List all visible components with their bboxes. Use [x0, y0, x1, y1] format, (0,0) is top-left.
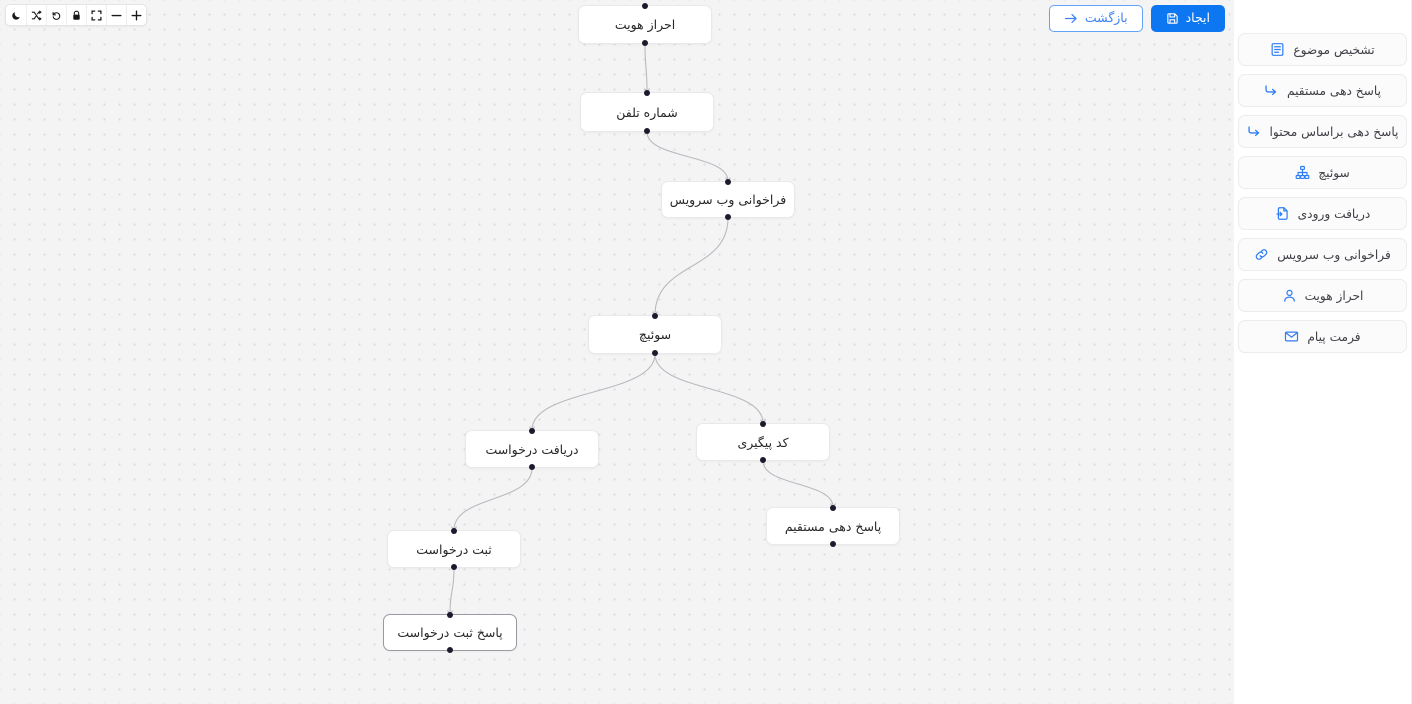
- node-port-bottom[interactable]: [830, 541, 836, 547]
- flow-node-6[interactable]: کد پیگیری: [696, 421, 830, 463]
- flow-node-label: پاسخ ثبت درخواست: [397, 625, 503, 640]
- palette-item-6[interactable]: فراخوانی وب سرویس: [1238, 238, 1407, 271]
- flow-node-label: فراخوانی وب سرویس: [669, 192, 787, 207]
- palette-item-5[interactable]: دریافت ورودی: [1238, 197, 1407, 230]
- node-port-bottom[interactable]: [652, 350, 658, 356]
- arrow-reply-icon: [1264, 83, 1279, 98]
- flow-edge-2[interactable]: [646, 131, 728, 181]
- palette-item-2[interactable]: پاسخ دهی مستقیم: [1238, 74, 1407, 107]
- flow-node-label: شماره تلفن: [616, 104, 678, 120]
- flow-node-4[interactable]: سوئیچ: [588, 313, 722, 356]
- palette-item-1[interactable]: تشخیص موضوع: [1238, 33, 1407, 66]
- palette-item-label: تشخیص موضوع: [1293, 42, 1375, 57]
- editor-actions[interactable]: ایجاد بازگشت: [1048, 5, 1225, 32]
- flow-node-label: سوئیچ: [638, 327, 672, 342]
- flow-edge-8[interactable]: [450, 567, 455, 614]
- palette-item-7[interactable]: احراز هویت: [1238, 279, 1407, 312]
- flow-node-9[interactable]: پاسخ ثبت درخواست: [383, 612, 517, 653]
- envelope-icon: [1284, 329, 1299, 344]
- canvas-toolbar[interactable]: [5, 4, 147, 26]
- node-port-bottom[interactable]: [447, 647, 453, 653]
- import-icon: [1275, 206, 1290, 221]
- node-port-top[interactable]: [760, 421, 766, 427]
- palette-item-8[interactable]: فرمت پیام: [1238, 320, 1407, 353]
- node-port-bottom[interactable]: [760, 457, 766, 463]
- fit-view-icon[interactable]: [86, 5, 106, 25]
- create-button[interactable]: ایجاد: [1150, 5, 1225, 32]
- palette-item-label: دریافت ورودی: [1297, 206, 1371, 221]
- flow-node-label: ثبت درخواست: [416, 541, 492, 557]
- flow-edge-1[interactable]: [645, 43, 647, 92]
- flow-edge-3[interactable]: [655, 217, 729, 315]
- node-port-bottom[interactable]: [529, 464, 535, 470]
- zoom-out-icon[interactable]: [106, 5, 126, 25]
- save-disk-icon: [1166, 12, 1179, 25]
- create-button-label: ایجاد: [1185, 10, 1210, 26]
- lock-icon[interactable]: [66, 5, 86, 25]
- list-box-icon: [1270, 42, 1285, 57]
- node-port-bottom[interactable]: [644, 128, 650, 134]
- node-port-top[interactable]: [725, 179, 731, 185]
- flow-canvas[interactable]: احراز هویت شماره تلفن فراخوانی وب سرویس سوئ…: [0, 0, 1234, 704]
- flow-node-8[interactable]: ثبت درخواست: [387, 528, 521, 570]
- sitemap-icon: [1295, 165, 1310, 180]
- undo-icon[interactable]: [46, 5, 66, 25]
- palette-item-label: فراخوانی وب سرویس: [1277, 247, 1391, 262]
- palette-item-label: پاسخ دهی مستقیم: [1287, 83, 1381, 98]
- node-port-bottom[interactable]: [642, 40, 648, 46]
- palette-item-4[interactable]: سوئیچ: [1238, 156, 1407, 189]
- node-port-top[interactable]: [451, 528, 457, 534]
- node-port-bottom[interactable]: [725, 214, 731, 220]
- flow-node-2[interactable]: شماره تلفن: [580, 90, 714, 134]
- node-port-top[interactable]: [642, 3, 648, 9]
- palette-item-label: پاسخ دهی براساس محتوا: [1269, 124, 1399, 139]
- dark-mode-icon[interactable]: [6, 5, 26, 25]
- arrow-reply-icon: [1247, 124, 1262, 139]
- user-icon: [1282, 288, 1297, 303]
- flow-node-label: پاسخ دهی مستقیم: [784, 518, 882, 534]
- link-icon: [1254, 247, 1269, 262]
- flow-node-5[interactable]: دریافت درخواست: [465, 428, 599, 470]
- palette-item-label: سوئیچ: [1318, 165, 1350, 180]
- arrow-right-icon: [1064, 12, 1078, 25]
- node-port-top[interactable]: [447, 612, 453, 618]
- node-port-bottom[interactable]: [451, 564, 457, 570]
- palette-item-3[interactable]: پاسخ دهی براساس محتوا: [1238, 115, 1407, 148]
- palette-item-label: احراز هویت: [1304, 288, 1364, 303]
- flow-node-1[interactable]: احراز هویت: [578, 3, 712, 46]
- node-port-top[interactable]: [830, 505, 836, 511]
- flow-node-label: دریافت درخواست: [485, 441, 579, 457]
- node-port-top[interactable]: [529, 428, 535, 434]
- flow-edge-6[interactable]: [762, 460, 833, 507]
- node-palette-sidebar: تشخیص موضوع پاسخ دهی مستقیم پاسخ دهی براسا…: [1234, 0, 1412, 704]
- zoom-in-icon[interactable]: [126, 5, 146, 25]
- flow-edge-5[interactable]: [654, 353, 763, 423]
- flow-node-3[interactable]: فراخوانی وب سرویس: [661, 179, 795, 220]
- flow-edge-7[interactable]: [454, 467, 533, 530]
- shuffle-icon[interactable]: [26, 5, 46, 25]
- node-port-top[interactable]: [652, 313, 658, 319]
- back-button[interactable]: بازگشت: [1048, 5, 1143, 32]
- node-port-top[interactable]: [644, 90, 650, 96]
- back-button-label: بازگشت: [1084, 10, 1128, 26]
- flow-node-7[interactable]: پاسخ دهی مستقیم: [766, 505, 900, 547]
- flow-node-label: کد پیگیری: [737, 434, 789, 450]
- flow-edge-4[interactable]: [532, 353, 656, 430]
- palette-item-label: فرمت پیام: [1307, 329, 1361, 344]
- flow-node-label: احراز هویت: [614, 17, 676, 32]
